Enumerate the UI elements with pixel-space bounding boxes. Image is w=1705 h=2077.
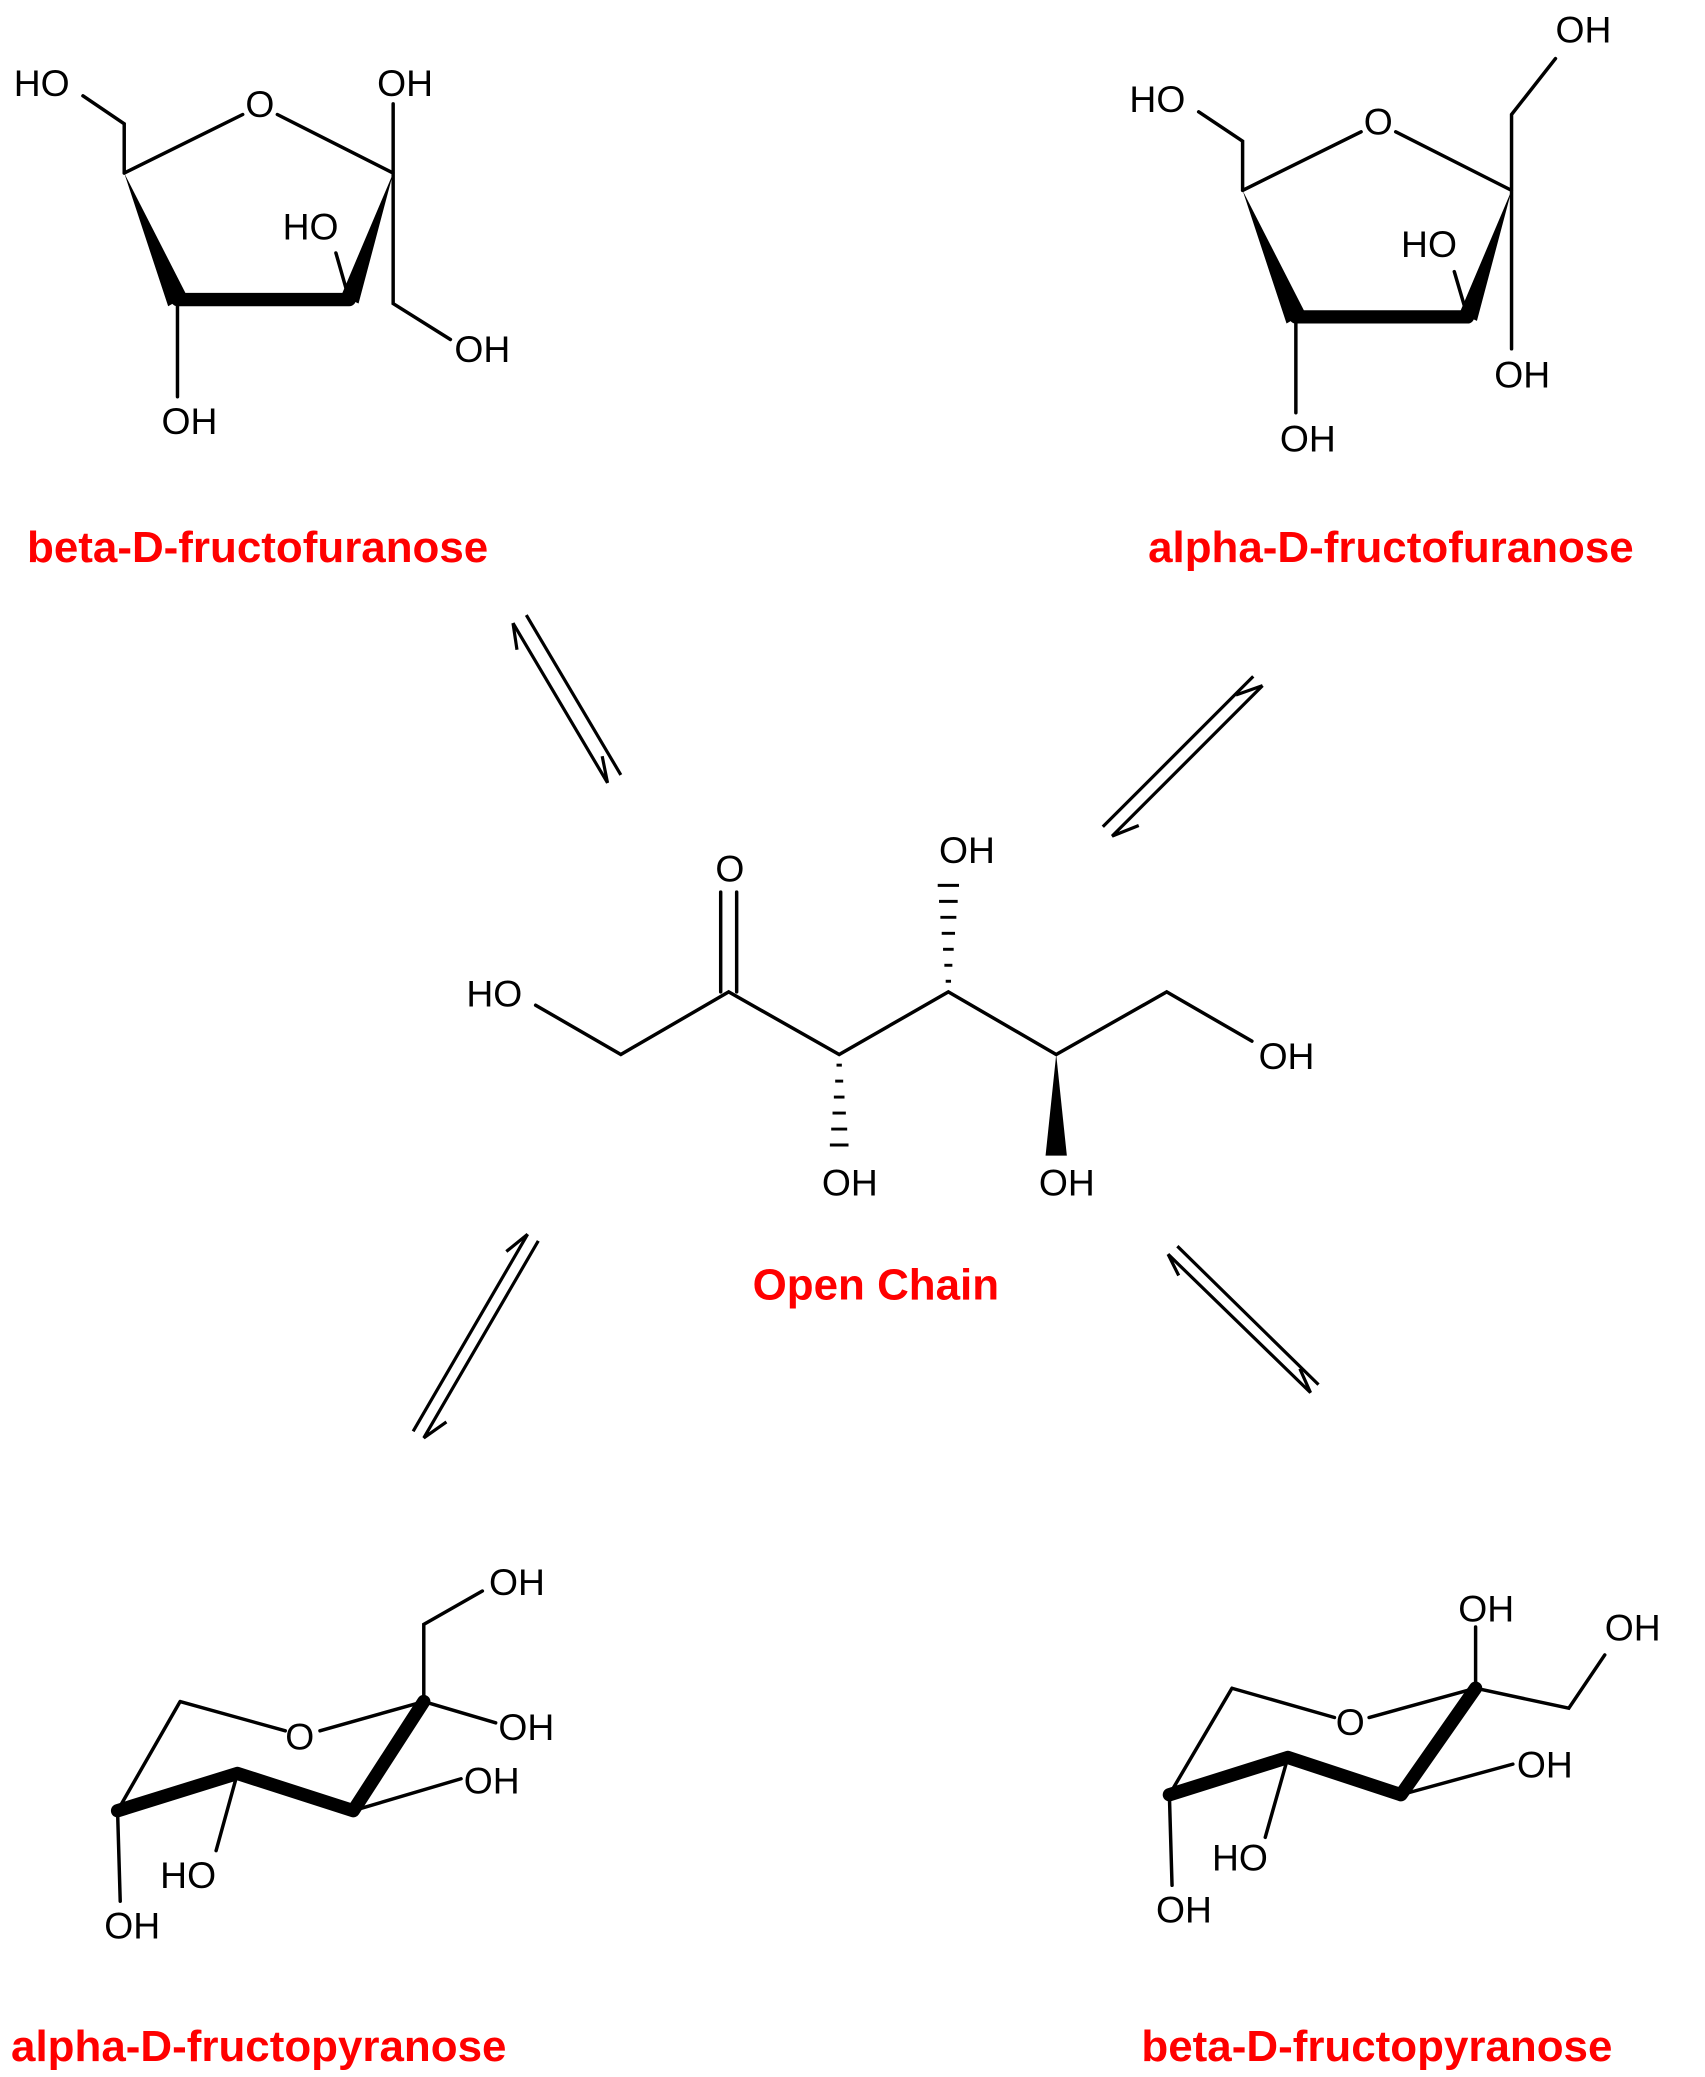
atom-label: OH [1517,1743,1573,1785]
atom-label: O [715,847,744,889]
atom-label: HO [14,62,70,104]
equilibrium-arrow [411,1232,540,1440]
atom-label: OH [1039,1162,1095,1204]
alpha-d-fructopyranose-structure: O OH OH OH HO OH alpha-D-fructopyranose [11,1561,554,2071]
atom-label: HO [1401,223,1457,265]
atom-label: HO [466,973,522,1015]
alpha-d-fructopyranose-label: alpha-D-fructopyranose [11,2022,506,2071]
equilibrium-arrows [411,614,1320,1440]
atom-label: OH [464,1759,520,1801]
atom-label: O [285,1715,314,1757]
beta-d-fructofuranose-label: beta-D-fructofuranose [27,523,488,572]
beta-d-fructopyranose-label: beta-D-fructopyranose [1141,2022,1612,2071]
atom-label: OH [1555,9,1611,51]
atom-label: OH [1458,1588,1514,1630]
atom-label: OH [454,328,510,370]
atom-label: O [1336,1701,1365,1743]
atom-label: OH [104,1905,160,1947]
beta-d-fructopyranose-structure: O OH OH OH HO OH beta-D-fructopyranose [1141,1588,1660,2071]
atom-label: OH [498,1706,554,1748]
atom-label: O [245,83,274,125]
atom-label: OH [1259,1035,1315,1077]
atom-label: HO [1212,1837,1268,1879]
alpha-d-fructofuranose-structure: HO O OH HO OH OH alpha-D-fructofuranose [1129,9,1633,572]
open-chain-label: Open Chain [753,1260,999,1309]
atom-label: OH [822,1162,878,1204]
atom-label: HO [160,1854,216,1896]
atom-label: OH [1280,417,1336,459]
atom-label: OH [1494,353,1550,395]
hashed-bond [829,883,960,1147]
atom-label: OH [377,62,433,104]
atom-label: OH [1156,1889,1212,1931]
atom-label: OH [939,829,995,871]
atom-label: OH [1605,1606,1661,1648]
equilibrium-arrow [511,614,623,784]
beta-d-fructofuranose-structure: HO O OH HO OH OH beta-D-fructofuranose [14,62,511,572]
equilibrium-arrow [1101,675,1264,838]
open-chain-structure: HO O OH OH OH OH Open Chain [466,829,1314,1310]
alpha-d-fructofuranose-label: alpha-D-fructofuranose [1148,523,1634,572]
atom-label: HO [283,206,339,248]
atom-label: O [1364,100,1393,142]
atom-label: OH [161,400,217,442]
equilibrium-arrow [1166,1245,1320,1394]
atom-label: HO [1129,78,1185,120]
atom-label: OH [489,1561,545,1603]
